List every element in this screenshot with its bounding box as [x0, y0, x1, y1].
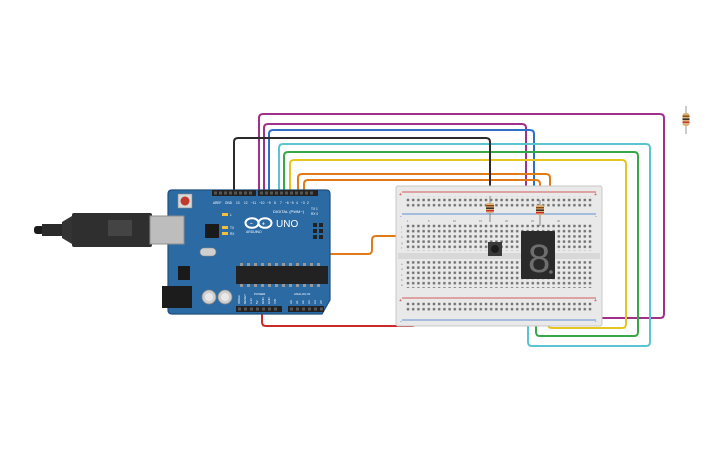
pin-label-3: ~3 [301, 201, 305, 205]
pin-label-12: 12 [244, 201, 248, 205]
digital-pwm-label: DIGITAL (PWM~) [273, 209, 305, 214]
pin-label-10: ~10 [259, 201, 265, 205]
pin-label-vin: VIN [273, 299, 277, 304]
row-label-h: h [401, 235, 403, 239]
regulator [178, 266, 190, 280]
pin-label-13: 13 [236, 201, 240, 205]
wire-yellow[interactable] [289, 159, 627, 329]
wire-green[interactable] [283, 151, 639, 337]
rail-plus-bl: + [399, 298, 402, 304]
power-jack [162, 286, 192, 308]
wire-teal[interactable] [278, 143, 651, 347]
pin-label-3v3: 3.3V [249, 298, 253, 304]
icsp-header [313, 223, 323, 239]
pin-label-a4: A4 [313, 300, 317, 304]
model-label: UNO [276, 219, 298, 230]
row-label-c: c [401, 273, 403, 277]
pin-label-a5: A5 [319, 300, 323, 304]
pin-label-9: ~9 [267, 201, 271, 205]
pin-label-0: RX 0 [311, 212, 318, 216]
pin-label-a3: A3 [307, 300, 311, 304]
col-label-25: 25 [531, 219, 535, 223]
pin-label-5v: 5V [255, 300, 259, 304]
pin-label-4: 4 [296, 201, 298, 205]
pin-label-a0: A0 [289, 300, 293, 304]
row-label-a: a [401, 283, 403, 287]
col-label-15: 15 [479, 219, 483, 223]
rail-top [406, 196, 592, 207]
capacitors [201, 289, 233, 305]
crystal [199, 247, 217, 257]
status-leds: L TX RX [222, 213, 235, 236]
resistor-1[interactable] [486, 196, 494, 222]
col-label-5: 5 [428, 219, 430, 223]
seven-segment-display[interactable]: 8 [521, 231, 555, 281]
col-label-10: 10 [453, 219, 457, 223]
resistor-2[interactable] [536, 200, 544, 226]
col-label-30: 30 [557, 219, 561, 223]
pin-label-5: ~5 [290, 201, 294, 205]
pin-label-reset: RESET [243, 294, 247, 304]
rail-minus-bl: - [400, 319, 402, 325]
usb-chip [205, 224, 219, 238]
row-label-j: j [400, 225, 402, 229]
wire-orange-2[interactable] [303, 179, 541, 206]
rail-minus-br: - [595, 319, 597, 325]
analog-header [288, 306, 324, 312]
pin-label-a2: A2 [301, 300, 305, 304]
grid-bottom [406, 261, 592, 288]
rail-plus-tl: + [399, 192, 402, 198]
svg-text:−: − [250, 221, 253, 227]
pin-label-1: TX 1 [311, 207, 318, 211]
svg-text:L: L [230, 213, 232, 217]
svg-text:+: + [262, 222, 265, 228]
wire-purple-2[interactable] [263, 123, 527, 233]
usb-jack [149, 215, 185, 245]
pin-label-2: 2 [307, 201, 309, 205]
analog-label: ANALOG IN [294, 292, 310, 296]
row-label-f: f [401, 246, 402, 250]
row-label-d: d [401, 267, 403, 271]
pin-label-ioref: IOREF [237, 295, 241, 304]
pin-label-gnd-1: GND [261, 297, 265, 305]
display-digit: 8 [528, 237, 550, 281]
power-label: POWER [254, 292, 266, 296]
pin-label-aref: AREF [213, 201, 222, 205]
svg-text:TX: TX [230, 226, 235, 230]
pin-label-7: 7 [280, 201, 282, 205]
wire-blue[interactable] [268, 129, 535, 233]
resistor-loose[interactable] [682, 106, 690, 134]
pin-label-8: 8 [274, 201, 276, 205]
rail-minus-tl: - [400, 214, 402, 220]
arduino-logo-icon: − + [244, 217, 273, 229]
rail-minus-tr: - [595, 214, 597, 220]
reset-button[interactable] [177, 193, 193, 209]
rail-bottom [406, 302, 592, 313]
wire-orange[interactable] [297, 173, 551, 233]
pin-label-gnd: GND [225, 201, 233, 205]
col-label-20: 20 [505, 219, 509, 223]
arduino-uno-board[interactable]: AREF GND 13 12 ~11 ~10 ~9 8 7 ~6 ~5 4 ~3… [149, 189, 331, 315]
rail-plus-tr: + [594, 192, 597, 198]
pin-label-6: ~6 [285, 201, 289, 205]
col-label-1: 1 [407, 219, 409, 223]
row-label-g: g [401, 241, 403, 245]
pin-label-a1: A1 [295, 300, 299, 304]
pin-label-gnd-2: GND [267, 297, 271, 305]
row-label-i: i [401, 230, 402, 234]
brand-label: ARDUINO [246, 230, 262, 234]
push-button[interactable] [488, 242, 502, 256]
pin-label-11: ~11 [251, 201, 256, 205]
wire-black[interactable] [233, 137, 491, 204]
rail-plus-br: + [594, 298, 597, 304]
row-label-e: e [401, 262, 403, 266]
atmega-chip [236, 263, 328, 287]
row-label-b: b [401, 278, 403, 282]
wire-purple[interactable] [258, 113, 665, 319]
svg-text:RX: RX [230, 232, 235, 236]
